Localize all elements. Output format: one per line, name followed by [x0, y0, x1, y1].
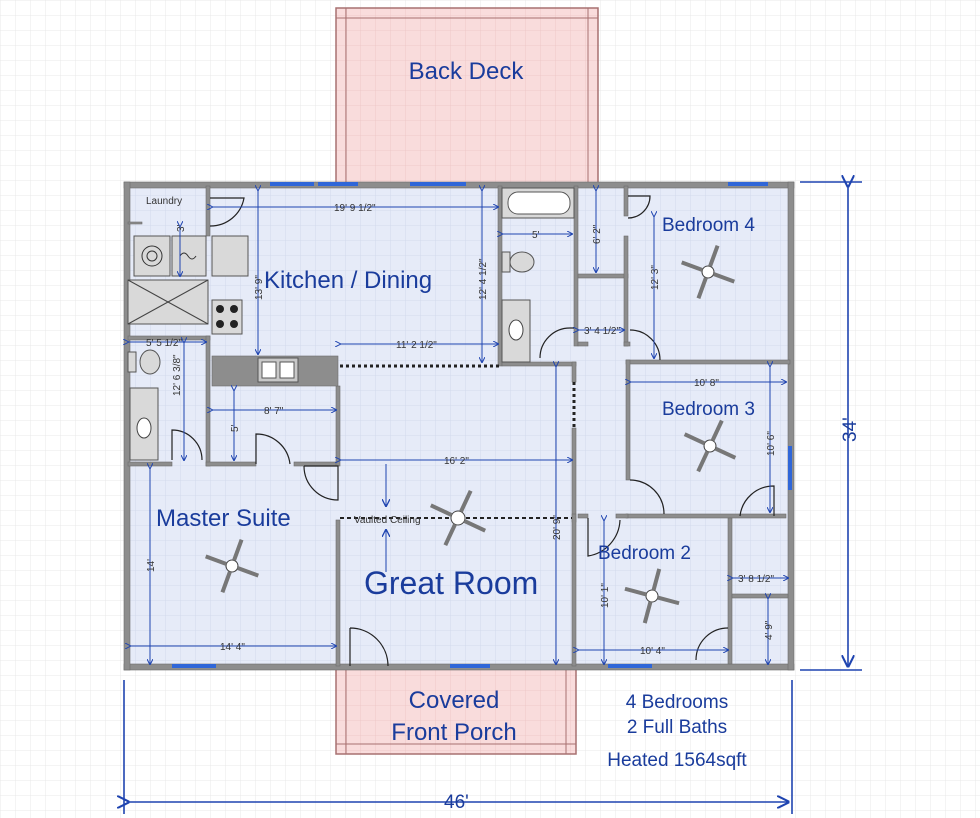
back-deck-label: Back Deck [409, 58, 525, 85]
stove-icon [211, 299, 243, 335]
dim-great-room-width: 16' 2" [444, 456, 469, 467]
windows [172, 182, 792, 668]
summary-bedrooms: 4 Bedrooms [626, 692, 728, 713]
dim-bedroom4-depth: 12' 3" [650, 265, 661, 290]
dim-bedroom3-depth: 10' 6" [766, 431, 777, 456]
porch-label-line1: Covered [409, 687, 500, 714]
ceiling-fan-icon [624, 568, 680, 624]
dim-overall-depth: 34' [840, 417, 861, 442]
ceiling-fan-icon [683, 419, 737, 473]
dimension-labels: 19' 9 1/2" 13' 9" 12' 4 1/2" 11' 2 1/2" … [146, 203, 861, 813]
ceiling-fan-icon [429, 489, 487, 547]
washer-icon [133, 235, 171, 277]
dim-master-bath-depth: 12' 6 3/8" [172, 354, 183, 396]
bedroom2-label: Bedroom 2 [598, 543, 691, 564]
dim-master-width: 14' 4" [220, 642, 245, 653]
plan-summary: 4 Bedrooms 2 Full Baths Heated 1564sqft [607, 692, 747, 771]
dim-closet-depth: 5' [230, 424, 241, 432]
dim-closet2-width: 3' 8 1/2" [738, 574, 774, 585]
bedroom4-label: Bedroom 4 [662, 215, 755, 236]
dim-overall-width: 46' [444, 792, 469, 813]
fixtures [127, 187, 575, 461]
dim-kitchen-depth: 13' 9" [254, 275, 265, 300]
ceiling-fan-icon [681, 245, 735, 299]
great-room-label: Great Room [364, 565, 538, 601]
dim-master-depth: 14' [146, 559, 157, 572]
dim-closet2-depth: 4' 9" [764, 620, 775, 640]
dim-bedroom2-width: 10' 4" [640, 646, 665, 657]
dim-kitchen-width: 19' 9 1/2" [334, 203, 376, 214]
dim-hall-width: 11' 2 1/2" [396, 340, 437, 351]
master-suite-label: Master Suite [156, 505, 291, 532]
room-labels: Laundry Kitchen / Dining Bedroom 4 Bedro… [146, 196, 755, 601]
dim-bath-width: 5' [532, 230, 540, 241]
dim-laundry-gap: 3' [176, 224, 187, 232]
dryer-icon [171, 235, 207, 277]
vaulted-ceiling-label: Vaulted Ceiling [354, 515, 421, 526]
interior-dimension-lines [128, 190, 788, 664]
dim-laundry-width: 5' 5 1/2" [146, 338, 182, 349]
laundry-label: Laundry [146, 196, 182, 207]
dim-bedroom3-width: 10' 8" [694, 378, 719, 389]
dim-kitchen-right-depth: 12' 4 1/2" [478, 258, 489, 300]
toilet-icon [139, 349, 161, 375]
refrigerator-icon [211, 235, 249, 277]
summary-heated: Heated 1564sqft [607, 750, 747, 771]
summary-baths: 2 Full Baths [627, 717, 727, 738]
dim-closet-width: 8' 7" [264, 406, 284, 417]
dim-bedroom2-depth: 10' 1" [600, 583, 611, 608]
front-porch: Covered Front Porch [335, 667, 577, 755]
back-deck: Back Deck [335, 7, 599, 185]
kitchen-dining-label: Kitchen / Dining [264, 267, 432, 294]
dim-closet4-depth: 6' 2" [592, 224, 603, 244]
ceiling-fans [205, 245, 737, 624]
dim-hall-closet: 3' 4 1/2" [584, 326, 620, 337]
ceiling-fan-icon [205, 539, 259, 593]
overall-dimensions [124, 182, 862, 814]
porch-label-line2: Front Porch [391, 719, 516, 746]
bath-toilet-icon [509, 251, 535, 273]
bedroom3-label: Bedroom 3 [662, 399, 755, 420]
dim-great-room-depth: 20' 9" [552, 515, 563, 540]
